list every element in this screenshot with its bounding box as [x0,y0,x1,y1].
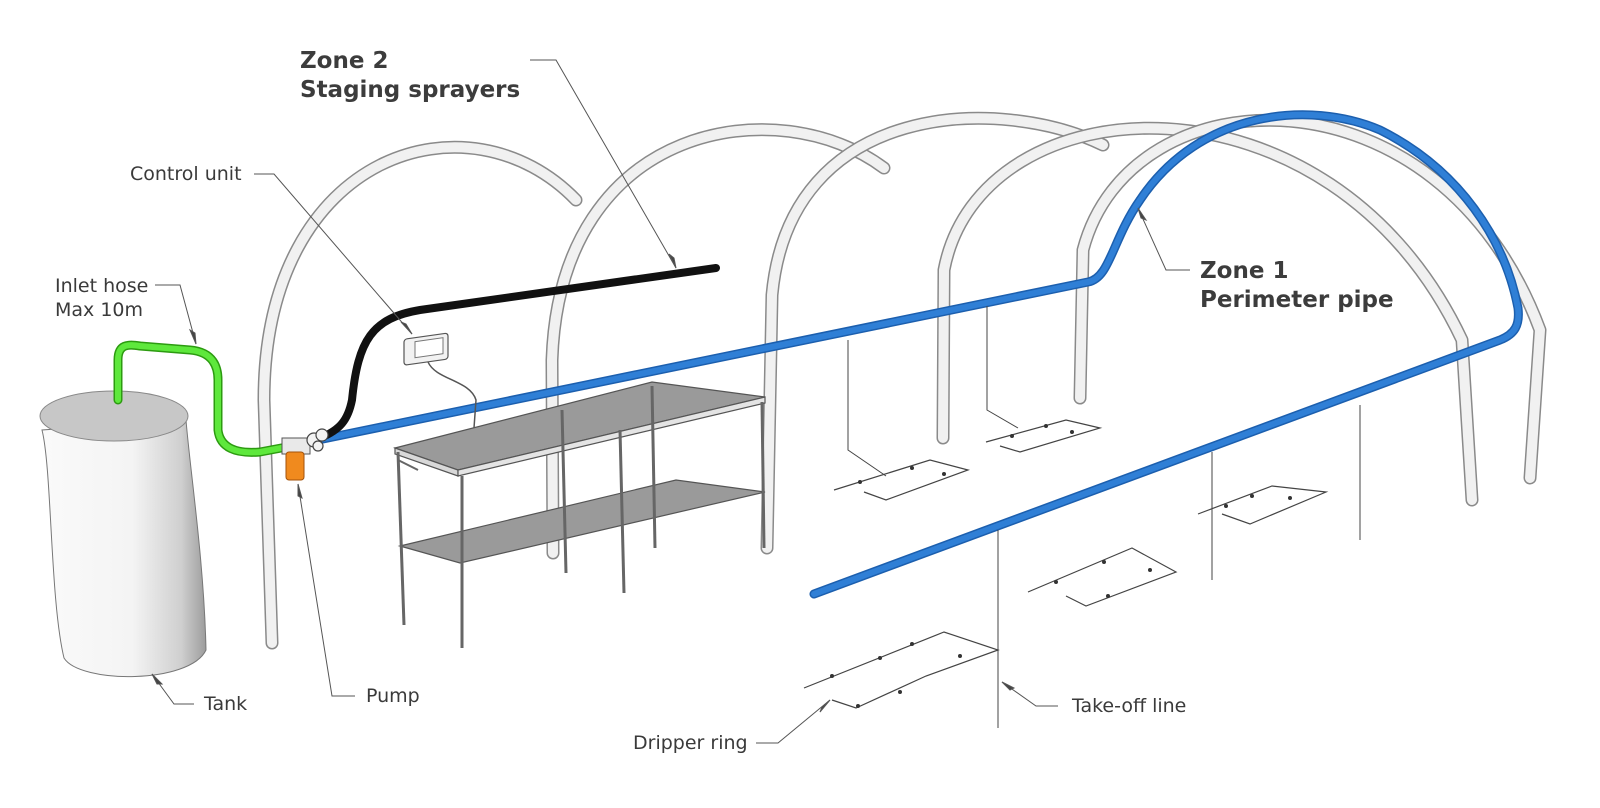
leader-zone1 [1137,207,1190,271]
bench-top-front [457,396,766,477]
pump [281,437,311,481]
take-off-line-label: Take-off line [1072,694,1186,718]
dripper-ring-5 [803,631,1000,709]
control-unit-label-text: Control unit [130,163,242,185]
leader-pump [297,483,355,697]
zone1-label: Zone 1 Perimeter pipe [1200,257,1394,315]
dripper-ring-label: Dripper ring [633,731,748,755]
hoop-4 [936,121,1479,507]
dripper-ring-label-text: Dripper ring [633,732,748,754]
zone1-label-line1: Zone 1 [1200,258,1289,284]
control-unit [403,332,477,429]
zone1-perimeter-pipe [313,110,1523,599]
tank-label-text: Tank [204,693,248,715]
zone2-label-line2: Staging sprayers [300,77,521,103]
dripper-ring-4 [1027,547,1178,607]
dripper-ring-3 [1197,485,1329,525]
zone2-label: Zone 2 Staging sprayers [300,47,520,105]
manifold [306,428,329,452]
inlet-hose-label-line1: Inlet hose [55,275,149,297]
tank-label: Tank [204,692,247,716]
leader-control-unit [254,173,413,335]
bench-lower-shelf [397,479,766,564]
dripper-ring-1 [833,459,971,501]
dripper-emitters [830,424,1292,708]
hoop-1 [257,140,583,650]
leader-inlet [155,284,197,345]
leader-take-off [1001,681,1058,707]
leader-zone2 [530,59,677,269]
staging-bench [392,381,766,648]
pump-label-text: Pump [366,685,420,707]
control-unit-label: Control unit [130,162,242,186]
leader-lines [151,59,1190,744]
pump-label: Pump [366,684,420,708]
inlet-hose-label: Inlet hose Max 10m [55,274,148,322]
leader-tank [151,673,194,705]
take-off-lines [847,306,1361,728]
inlet-hose-label-line2: Max 10m [55,299,144,321]
hoop-3 [760,111,1110,555]
dripper-ring-2 [985,419,1103,453]
zone1-label-line2: Perimeter pipe [1200,287,1394,313]
bench-top-shelf [392,381,766,471]
zone2-sprayer-pipe [316,264,720,442]
tank [39,390,207,677]
leader-dripper-ring [756,699,831,744]
take-off-line-label-text: Take-off line [1072,695,1187,717]
zone2-label-line1: Zone 2 [300,48,389,74]
dripper-rings [803,419,1329,709]
